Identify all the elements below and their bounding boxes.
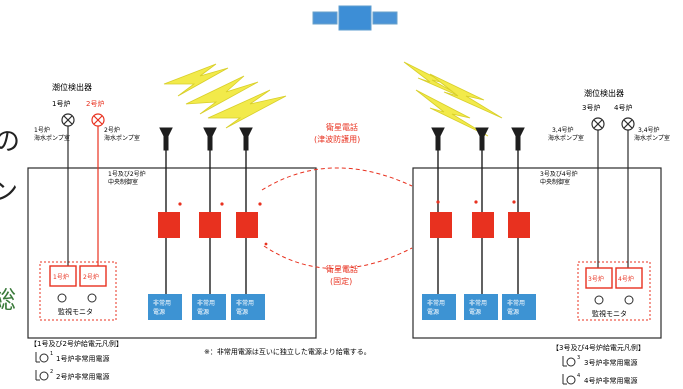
monitor-unit2: 2号炉: [83, 273, 99, 281]
monitor-unit1: 1号炉: [53, 273, 69, 281]
unit2-label: 2号炉: [86, 99, 104, 108]
left-legend-item-2: 2号炉非常用電源: [56, 372, 109, 381]
detector-icon: [61, 113, 75, 127]
power-panel-label: 非常用電源: [427, 299, 445, 316]
monitor-unit4: 4号炉: [618, 275, 634, 283]
right-detector-title: 潮位検出器: [584, 88, 624, 98]
pump1-label-2: 海水ポンプ室: [34, 134, 70, 142]
left-legend-title: 【1号及び2号炉給電元凡例】: [30, 339, 123, 348]
satellite-phone-mid-2: (固定): [330, 276, 352, 286]
power-panel-label: 非常用電源: [197, 299, 215, 316]
detector-icon: [91, 113, 105, 127]
unit4-label: 4号炉: [614, 103, 632, 112]
right-control-room-2: 中央制御室: [540, 178, 570, 186]
power-panel-label: 非常用電源: [236, 299, 254, 316]
left-detector-title: 潮位検出器: [52, 82, 92, 92]
pump3-label-2: 海水ポンプ室: [548, 134, 584, 142]
unit1-label: 1号炉: [52, 99, 70, 108]
monitor-unit3: 3号炉: [588, 275, 604, 283]
right-building: [412, 167, 662, 339]
legend-number: 3: [577, 355, 580, 361]
left-control-room-2: 中央制御室: [108, 178, 138, 186]
ac-source-icon: [57, 293, 634, 305]
signal-bolts-left: [163, 63, 287, 129]
satellite-phone-mid: 衛星電話: [326, 264, 358, 274]
left-power-panels: [148, 294, 265, 320]
right-antennas: [431, 127, 525, 294]
pump4-label: 3,4号炉: [638, 126, 660, 134]
pump2-label-2: 海水ポンプ室: [104, 134, 140, 142]
satellite-phone-top: 衛星電話: [326, 122, 358, 132]
right-legend-title: 【3号及び4号炉給電元凡例】: [552, 343, 645, 352]
satellite-icon: [312, 5, 398, 31]
right-power-panels: [422, 294, 536, 320]
right-legend-item-1: 3号炉非常用電源: [584, 358, 637, 367]
left-antennas: [159, 127, 253, 294]
satellite-phone-links: [261, 167, 413, 269]
monitor-cells: [49, 265, 643, 289]
left-building: [27, 167, 317, 339]
left-transmitters: [158, 202, 268, 246]
power-panel-label: 非常用電源: [507, 299, 525, 316]
pump2-label: 2号炉: [104, 126, 120, 134]
signal-bolts-right: [403, 61, 503, 137]
legend-number: 1: [50, 351, 53, 357]
legend-number: 4: [577, 373, 580, 379]
left-monitor-box: [39, 261, 117, 321]
detector-icon: [591, 117, 635, 131]
margin-fragment: ン: [0, 177, 18, 207]
left-monitor-title: 監視モニタ: [58, 307, 93, 316]
power-panel-label: 非常用電源: [153, 299, 171, 316]
unit3-label: 3号炉: [582, 103, 600, 112]
right-monitor-box: [577, 261, 651, 321]
legend-number: 2: [50, 369, 53, 375]
right-monitor-title: 監視モニタ: [592, 309, 627, 318]
left-control-room: 1号及び2号炉: [108, 170, 146, 178]
right-control-room: 3号及び4号炉: [540, 170, 578, 178]
right-legend-item-2: 4号炉非常用電源: [584, 376, 637, 385]
right-transmitters: [430, 200, 530, 238]
right-detector-wiring: [597, 130, 629, 268]
legend-source-icon: [35, 352, 576, 385]
power-panel-label: 非常用電源: [469, 299, 487, 316]
pump1-label: 1号炉: [34, 126, 50, 134]
pump4-label-2: 海水ポンプ室: [634, 134, 670, 142]
pump3-label: 3,4号炉: [552, 126, 574, 134]
footnote: ※：非常用電源は互いに独立した電源より給電する。: [204, 347, 371, 356]
left-legend-item-1: 1号炉非常用電源: [56, 354, 109, 363]
margin-fragment: の: [0, 127, 20, 157]
satellite-phone-top-2: (津波防護用): [314, 134, 360, 144]
left-detector-wiring: [67, 126, 99, 268]
margin-fragment: 総: [0, 286, 16, 314]
